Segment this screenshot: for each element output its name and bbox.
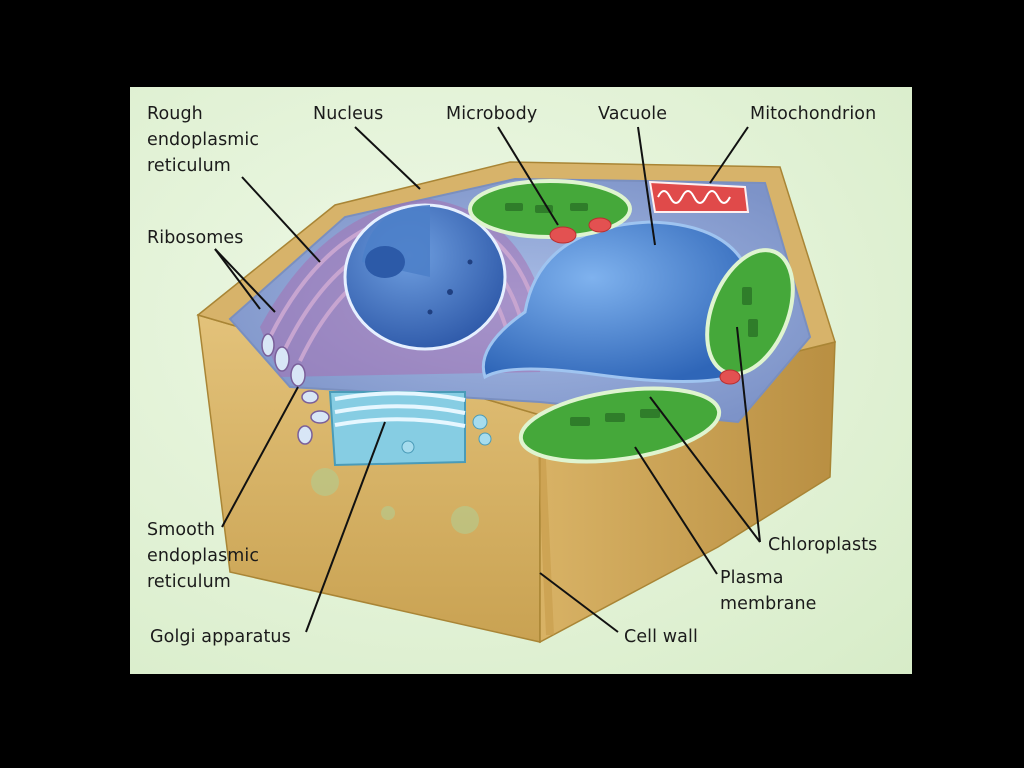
label-rough-endoplasmic-reticulum: Rough endoplasmic reticulum (147, 104, 260, 176)
label-nucleus: Nucleus (313, 104, 384, 124)
wall-vesicles (311, 468, 479, 534)
chloroplast-bottom (518, 386, 722, 464)
label-microbody: Microbody (446, 104, 538, 124)
nucleus (343, 203, 507, 351)
label-cell-wall: Cell wall (624, 627, 698, 647)
plant-cell-diagram: Rough endoplasmic reticulum Nucleus Micr… (130, 87, 912, 674)
golgi-apparatus (328, 391, 492, 467)
mitochondrion (648, 180, 750, 213)
microbodies (549, 217, 741, 385)
smooth-endoplasmic-reticulum (261, 333, 330, 445)
label-smooth-endoplasmic-reticulum: Smooth endoplasmic reticulum (147, 520, 260, 592)
leader-lines (214, 126, 761, 633)
label-ribosomes: Ribosomes (147, 228, 244, 248)
label-mitochondrion: Mitochondrion (750, 104, 877, 124)
label-vacuole: Vacuole (598, 104, 668, 124)
label-chloroplasts: Chloroplasts (768, 535, 878, 555)
label-plasma-membrane: Plasma membrane (720, 568, 817, 614)
cell-illustration (196, 126, 836, 644)
label-golgi-apparatus: Golgi apparatus (150, 627, 291, 647)
